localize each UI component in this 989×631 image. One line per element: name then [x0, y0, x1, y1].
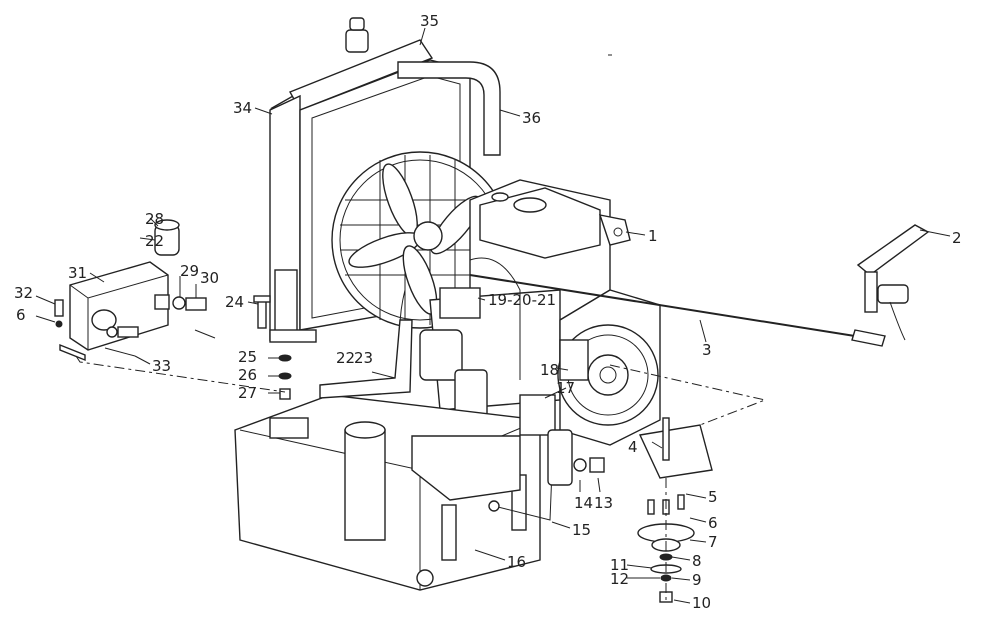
bolt-32	[54, 299, 64, 317]
callout-6-left: 6	[16, 306, 26, 324]
callout-22-bottom: 22	[336, 349, 355, 367]
throttle-rod	[469, 274, 881, 341]
washer-6-left	[55, 320, 63, 328]
callout-18: 18	[540, 361, 559, 379]
tank-bracket-plate	[411, 435, 521, 501]
callout-26: 26	[238, 366, 257, 384]
pin-33b	[194, 329, 216, 339]
fuel-return-line	[489, 469, 553, 521]
valve-cover	[479, 187, 601, 259]
expansion-tank	[59, 261, 170, 362]
engine-pulley-housing	[419, 329, 463, 381]
air-filter-cap	[344, 421, 386, 439]
pin-33	[104, 347, 136, 357]
breather-cap	[491, 192, 509, 202]
callout-4: 4	[628, 438, 638, 456]
oil-filler-cap	[513, 197, 547, 213]
expansion-tank-port	[91, 309, 117, 331]
alignment-lines	[75, 355, 767, 600]
flywheel-housing	[557, 289, 661, 446]
callout-7: 7	[708, 533, 718, 551]
callout-35: 35	[420, 12, 439, 30]
mount-bracket	[638, 424, 713, 479]
air-filter-canister	[344, 429, 386, 541]
callout-9: 9	[692, 571, 702, 589]
callout-29: 29	[180, 262, 199, 280]
callout-31: 31	[68, 264, 87, 282]
callout-16: 16	[507, 553, 526, 571]
expansion-tank-body	[69, 261, 169, 351]
injection-pump	[439, 287, 481, 319]
callout-24: 24	[225, 293, 244, 311]
tank-mount-foot	[59, 343, 86, 362]
callout-17: 17	[556, 379, 575, 397]
callout-27: 27	[238, 384, 257, 402]
expansion-tank-outlet	[154, 294, 170, 310]
radiator-cap	[345, 29, 369, 53]
callout-10: 10	[692, 594, 711, 612]
callout-19-20-21: 19-20-21	[488, 291, 556, 309]
bolt-5a	[647, 499, 655, 515]
filter-seal-14	[573, 458, 587, 472]
washer-25	[278, 354, 292, 362]
callout-23: 23	[354, 349, 373, 367]
callout-13: 13	[594, 494, 613, 512]
upper-radiator-hose	[397, 61, 501, 156]
callout-32: 32	[14, 284, 33, 302]
hose-fitting-left	[117, 326, 139, 338]
callout-labels: 1 2 3 4 5 6 7 8 9 10 11 12 13 14 15 16 1…	[14, 12, 962, 612]
flywheel-hub	[587, 354, 629, 396]
o-ring-left	[106, 326, 118, 338]
throttle-rod-end	[851, 329, 886, 347]
bolt-24	[257, 299, 267, 329]
drain-plug	[416, 569, 434, 587]
callout-33: 33	[152, 357, 171, 375]
fuel-tank	[234, 394, 541, 591]
tank-filler-neck	[269, 417, 309, 439]
tank-strap-left	[441, 504, 457, 561]
radiator-mount-bracket	[274, 269, 298, 333]
callout-28: 28	[145, 210, 164, 228]
callout-2: 2	[952, 229, 962, 247]
callout-6-right: 6	[708, 514, 718, 532]
pedal-arm	[864, 271, 878, 313]
secondary-fuel-filter	[547, 429, 573, 486]
pedal-plate	[856, 224, 930, 276]
callout-3: 3	[702, 341, 712, 359]
bolt-4	[662, 417, 670, 461]
pedal-bracket	[877, 284, 909, 304]
bolt-5b	[677, 494, 685, 510]
callout-5: 5	[708, 488, 718, 506]
fuel-line-fitting	[488, 500, 500, 512]
filter-bolt-13	[589, 457, 605, 473]
fitting-30	[185, 297, 207, 311]
starter-plate	[559, 339, 589, 381]
radiator-foot	[269, 329, 317, 343]
callout-15: 15	[572, 521, 591, 539]
nut-27	[279, 388, 291, 400]
leader-lines	[35, 27, 951, 604]
callout-22-top: 22	[145, 232, 164, 250]
radiator-cap-top	[349, 17, 365, 31]
callout-34: 34	[233, 99, 252, 117]
callout-25: 25	[238, 348, 257, 366]
secondary-fuel-filter-head	[519, 394, 556, 436]
fan-hub	[413, 221, 443, 251]
callout-8: 8	[692, 552, 702, 570]
callout-14: 14	[574, 494, 593, 512]
callout-30: 30	[200, 269, 219, 287]
lifting-eye	[598, 214, 631, 246]
callout-36: 36	[522, 109, 541, 127]
throttle-pedal	[856, 224, 930, 341]
callout-11: 11	[610, 556, 629, 574]
washer-26	[278, 372, 292, 380]
callout-12: 12	[610, 570, 629, 588]
callout-1: 1	[648, 227, 658, 245]
o-ring-29	[172, 296, 186, 310]
